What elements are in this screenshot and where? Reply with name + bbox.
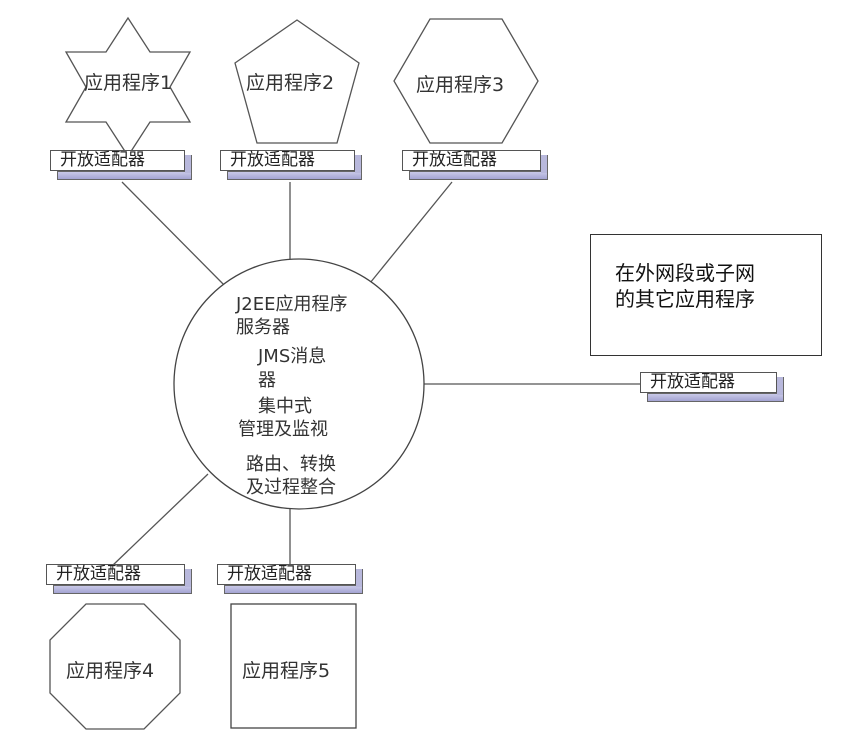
app5-square-shape [230, 603, 357, 729]
adapter-external-label: 开放适配器 [650, 372, 735, 392]
app4-octagon-shape [49, 603, 181, 730]
app2-label: 应用程序2 [246, 72, 335, 94]
adapter-app4-label: 开放适配器 [56, 564, 141, 584]
app2-pentagon-shape [234, 19, 360, 144]
app3-hexagon-shape [393, 18, 539, 144]
adapter-app3-label: 开放适配器 [412, 150, 497, 170]
adapter-app2: 开放适配器 [220, 150, 362, 180]
adapter-app1: 开放适配器 [50, 150, 192, 180]
external-apps-line1: 在外网段或子网 [615, 261, 755, 285]
adapter-app1-label: 开放适配器 [60, 150, 145, 170]
server-text-line1: J2EE应用程序 [236, 294, 348, 315]
adapter-app4: 开放适配器 [46, 564, 192, 594]
server-text-line8: 及过程整合 [246, 477, 336, 498]
server-text-line7: 路由、转换 [246, 454, 336, 475]
external-apps-box: 在外网段或子网 的其它应用程序 [590, 234, 822, 356]
connector-app4 [111, 473, 209, 567]
server-text-line3: JMS消息 [258, 346, 327, 367]
adapter-app5: 开放适配器 [217, 564, 363, 594]
server-text-line2: 服务器 [236, 317, 290, 338]
server-text-line6: 管理及监视 [238, 419, 328, 440]
server-text-line5: 集中式 [258, 396, 312, 417]
app3-label: 应用程序3 [416, 74, 505, 96]
connector-app3 [369, 181, 453, 284]
server-circle [173, 258, 425, 510]
external-apps-line2: 的其它应用程序 [615, 287, 755, 311]
connector-app1 [121, 181, 233, 294]
adapter-app3: 开放适配器 [402, 150, 548, 180]
app1-label: 应用程序1 [84, 72, 173, 94]
app4-label: 应用程序4 [66, 660, 155, 682]
adapter-app2-label: 开放适配器 [230, 150, 315, 170]
adapter-app5-label: 开放适配器 [227, 564, 312, 584]
server-text-line4: 器 [258, 370, 276, 391]
adapter-external: 开放适配器 [640, 372, 784, 402]
app5-label: 应用程序5 [242, 660, 331, 682]
